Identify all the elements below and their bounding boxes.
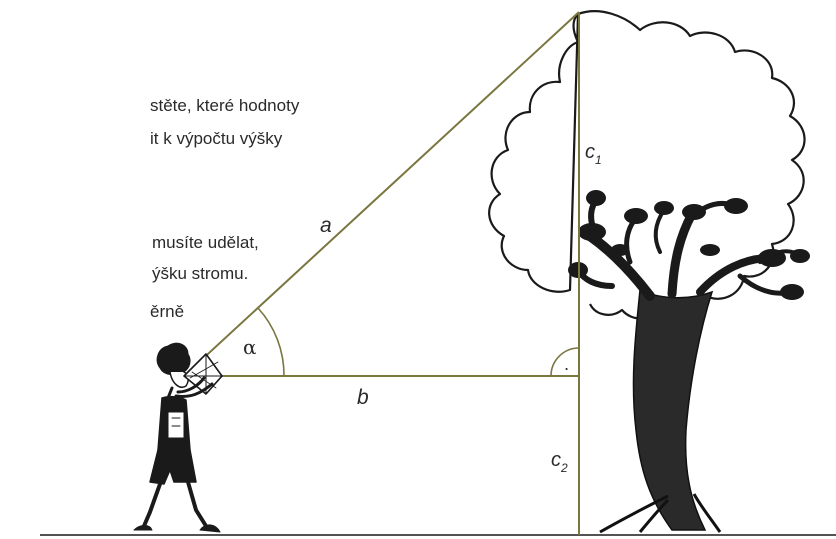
tree-crown: [488, 10, 806, 320]
text-line-5: ěrně: [150, 302, 185, 321]
text-line-3: musíte udělat,: [152, 233, 259, 252]
tree-trunk-roots: [599, 493, 722, 534]
label-b: b: [357, 386, 369, 409]
angle-alpha-arc: [257, 307, 285, 377]
boy-figure: [133, 342, 223, 533]
right-angle-arc: [550, 347, 580, 377]
tree-trunk: [632, 288, 714, 531]
label-alpha: α: [243, 335, 257, 359]
label-right-angle-dot: .: [564, 355, 569, 374]
text-line-4: ýšku stromu.: [152, 264, 249, 283]
label-c1: c1: [585, 141, 602, 167]
hypotenuse-a: [183, 11, 580, 377]
text-line-1: stěte, které hodnoty: [150, 96, 300, 115]
text-line-2: it k výpočtu výšky: [150, 129, 283, 148]
label-a: a: [320, 214, 332, 237]
tree-leaf-clumps: [568, 190, 810, 300]
label-c2: c2: [551, 449, 568, 475]
